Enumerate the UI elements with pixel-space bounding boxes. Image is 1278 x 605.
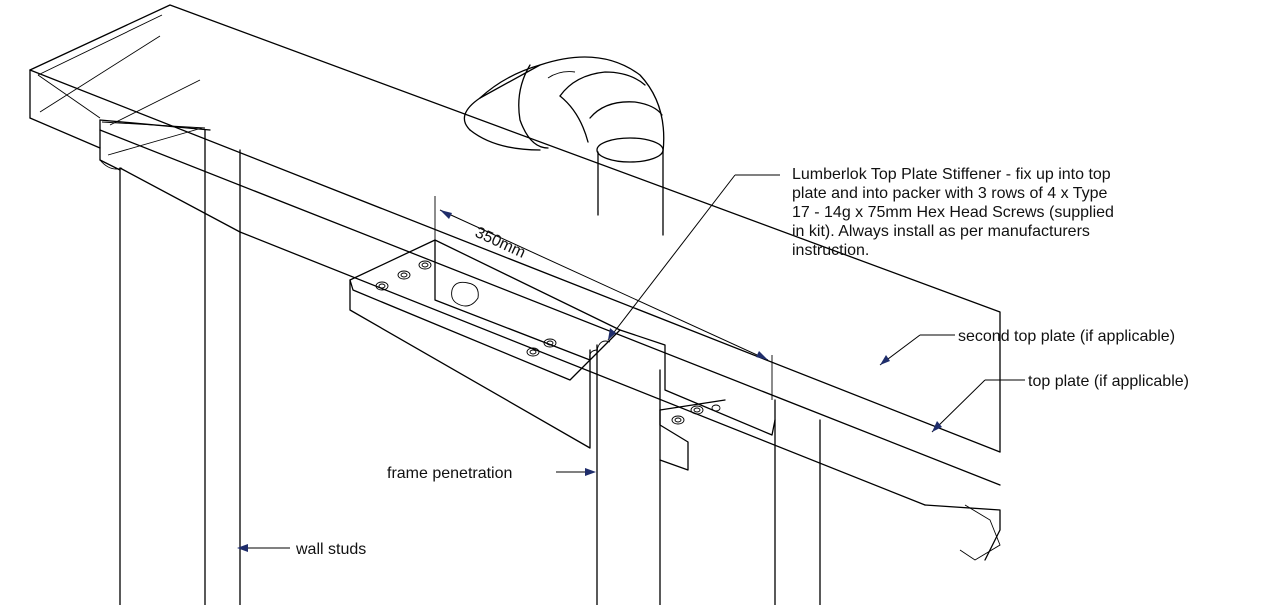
stiffener-note: Lumberlok Top Plate Stiffener - fix up i… bbox=[792, 166, 1114, 259]
dimension-350mm: 350mm bbox=[434, 196, 773, 400]
leader-second-top-plate: second top plate (if applicable) bbox=[879, 328, 1175, 366]
second-top-plate-label: second top plate (if applicable) bbox=[958, 328, 1175, 345]
leader-wall-studs: wall studs bbox=[237, 541, 366, 558]
top-plate-assembly bbox=[29, 4, 1001, 561]
right-studs bbox=[774, 399, 821, 605]
leader-stiffener bbox=[607, 174, 780, 341]
top-plate-stiffener bbox=[349, 239, 776, 471]
leader-top-plate: top plate (if applicable) bbox=[931, 373, 1189, 433]
pipe bbox=[463, 56, 665, 236]
wall-studs bbox=[119, 129, 241, 605]
top-plate-label: top plate (if applicable) bbox=[1028, 373, 1189, 390]
frame-penetration-stud bbox=[596, 340, 661, 605]
frame-penetration-label: frame penetration bbox=[387, 465, 512, 482]
dimension-label: 350mm bbox=[472, 224, 528, 262]
wall-studs-label: wall studs bbox=[295, 541, 366, 558]
leader-frame-penetration: frame penetration bbox=[387, 465, 596, 482]
screw-heads bbox=[375, 260, 721, 425]
